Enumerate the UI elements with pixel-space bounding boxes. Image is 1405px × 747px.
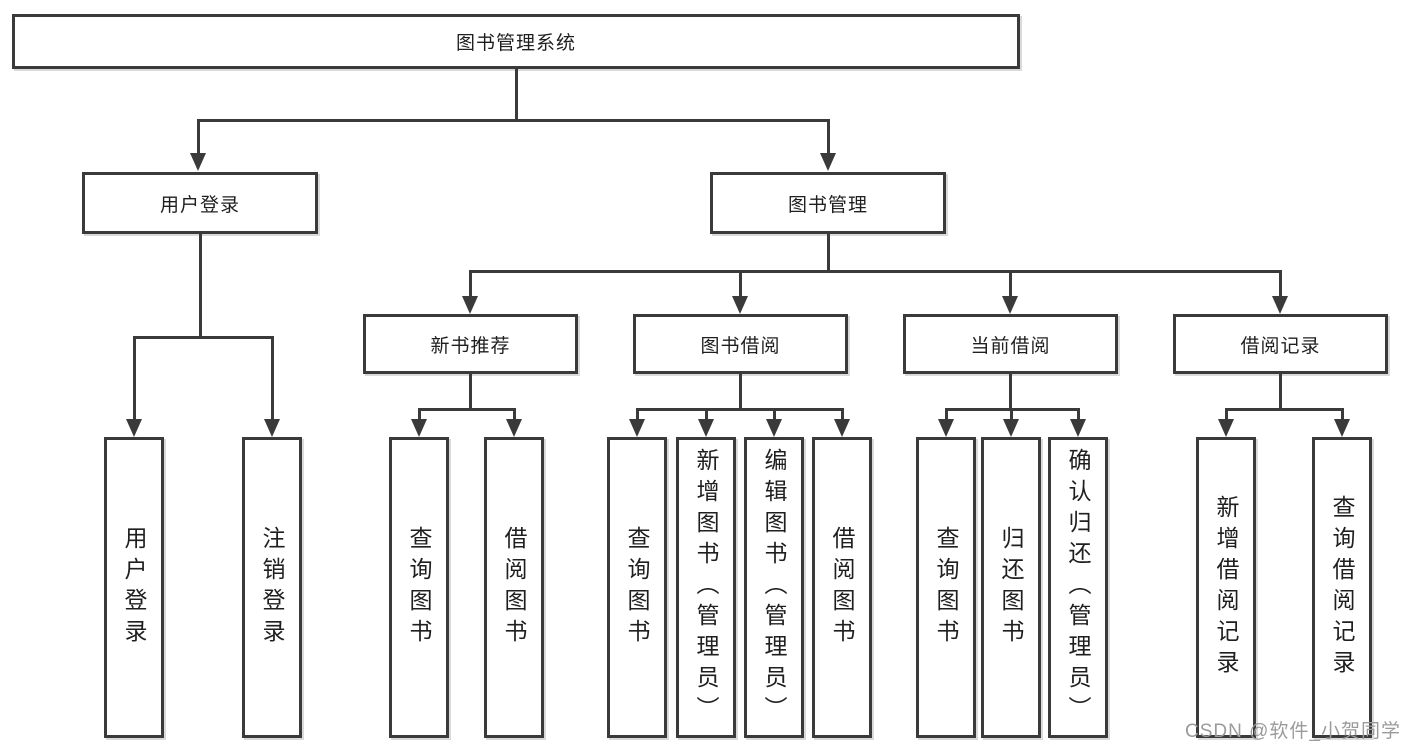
leaf-query-books-borrow: 查询图书 <box>607 437 667 738</box>
connector-segment <box>1279 270 1282 298</box>
leaf-query-books-borrow-label: 查询图书 <box>624 525 650 650</box>
arrowhead-down <box>1218 419 1234 437</box>
leaf-logout: 注销登录 <box>242 437 302 738</box>
connector-segment <box>513 408 516 420</box>
arrowhead-down <box>698 419 714 437</box>
arrowhead-down <box>506 419 522 437</box>
connector-segment <box>773 408 776 420</box>
arrowhead-down <box>126 419 142 437</box>
leaf-add-borrow-record-label: 新增借阅记录 <box>1213 494 1239 681</box>
leaf-borrow-books-label: 借阅图书 <box>829 525 855 650</box>
leaf-edit-book-admin-label: 编辑图书（管理员） <box>761 448 787 727</box>
node-new-book-recommend-label: 新书推荐 <box>430 335 511 357</box>
node-book-borrow-label: 图书借阅 <box>700 335 781 357</box>
leaf-query-books-current-label: 查询图书 <box>933 525 959 650</box>
arrowhead-down <box>938 419 954 437</box>
arrowhead-down <box>462 296 478 314</box>
connector-segment <box>739 374 742 408</box>
arrowhead-down <box>1070 419 1086 437</box>
leaf-query-borrow-record: 查询借阅记录 <box>1312 437 1372 738</box>
connector-segment <box>469 270 472 298</box>
connector-segment <box>1010 408 1013 420</box>
connector-segment <box>133 336 136 420</box>
node-borrow-records: 借阅记录 <box>1173 314 1388 374</box>
arrowhead-down <box>1003 419 1019 437</box>
leaf-confirm-return-admin: 确认归还（管理员） <box>1048 437 1108 738</box>
leaf-borrow-books: 借阅图书 <box>812 437 872 738</box>
arrowhead-down <box>1334 419 1350 437</box>
arrowhead-down <box>1002 296 1018 314</box>
arrowhead-down <box>820 153 836 171</box>
arrowhead-down <box>264 419 280 437</box>
connector-segment <box>636 408 639 420</box>
connector-segment <box>1225 408 1228 420</box>
node-root: 图书管理系统 <box>12 14 1020 69</box>
leaf-borrow-books-recommend-label: 借阅图书 <box>501 525 527 650</box>
connector-segment <box>418 408 515 411</box>
leaf-edit-book-admin: 编辑图书（管理员） <box>744 437 804 738</box>
leaf-user-login-label: 用户登录 <box>121 525 147 650</box>
arrowhead-down <box>732 296 748 314</box>
node-user-login: 用户登录 <box>82 172 318 234</box>
leaf-user-login: 用户登录 <box>104 437 164 738</box>
csdn-watermark: CSDN @软件_小贺同学 <box>1185 721 1401 742</box>
connector-segment <box>1279 374 1282 408</box>
leaf-add-book-admin-label: 新增图书（管理员） <box>693 448 719 727</box>
node-book-management: 图书管理 <box>710 172 946 234</box>
leaf-borrow-books-recommend: 借阅图书 <box>484 437 544 738</box>
connector-segment <box>271 336 274 420</box>
node-current-borrow-label: 当前借阅 <box>970 335 1051 357</box>
leaf-query-books-recommend-label: 查询图书 <box>406 525 432 650</box>
connector-segment <box>197 119 829 122</box>
connector-segment <box>469 270 1281 273</box>
arrowhead-down <box>766 419 782 437</box>
connector-segment <box>469 374 472 408</box>
leaf-return-book-label: 归还图书 <box>998 525 1024 650</box>
connector-segment <box>841 408 844 420</box>
arrowhead-down <box>411 419 427 437</box>
leaf-query-borrow-record-label: 查询借阅记录 <box>1329 494 1355 681</box>
connector-segment <box>1225 408 1343 411</box>
connector-segment <box>636 408 843 411</box>
connector-segment <box>197 119 200 155</box>
arrowhead-down <box>190 153 206 171</box>
connector-segment <box>1009 374 1012 408</box>
connector-segment <box>418 408 421 420</box>
connector-segment <box>739 270 742 298</box>
leaf-logout-label: 注销登录 <box>259 525 285 650</box>
node-user-login-label: 用户登录 <box>159 194 240 216</box>
leaf-return-book: 归还图书 <box>981 437 1041 738</box>
leaf-query-books-current: 查询图书 <box>916 437 976 738</box>
leaf-add-borrow-record: 新增借阅记录 <box>1196 437 1256 738</box>
leaf-confirm-return-admin-label: 确认归还（管理员） <box>1065 448 1091 727</box>
connector-segment <box>199 234 202 336</box>
arrowhead-down <box>629 419 645 437</box>
leaf-add-book-admin: 新增图书（管理员） <box>676 437 736 738</box>
connector-segment <box>1077 408 1080 420</box>
node-root-label: 图书管理系统 <box>455 33 576 54</box>
node-new-book-recommend: 新书推荐 <box>363 314 578 374</box>
node-borrow-records-label: 借阅记录 <box>1240 335 1321 357</box>
connector-segment <box>515 69 518 119</box>
connector-segment <box>1341 408 1344 420</box>
node-book-borrow: 图书借阅 <box>633 314 848 374</box>
node-book-management-label: 图书管理 <box>787 194 868 216</box>
arrowhead-down <box>1272 296 1288 314</box>
connector-segment <box>1009 270 1012 298</box>
connector-segment <box>133 336 273 339</box>
connector-segment <box>705 408 708 420</box>
leaf-query-books-recommend: 查询图书 <box>389 437 449 738</box>
node-current-borrow: 当前借阅 <box>903 314 1118 374</box>
arrowhead-down <box>834 419 850 437</box>
connector-segment <box>827 119 830 155</box>
connector-segment <box>827 234 830 270</box>
connector-segment <box>945 408 948 420</box>
